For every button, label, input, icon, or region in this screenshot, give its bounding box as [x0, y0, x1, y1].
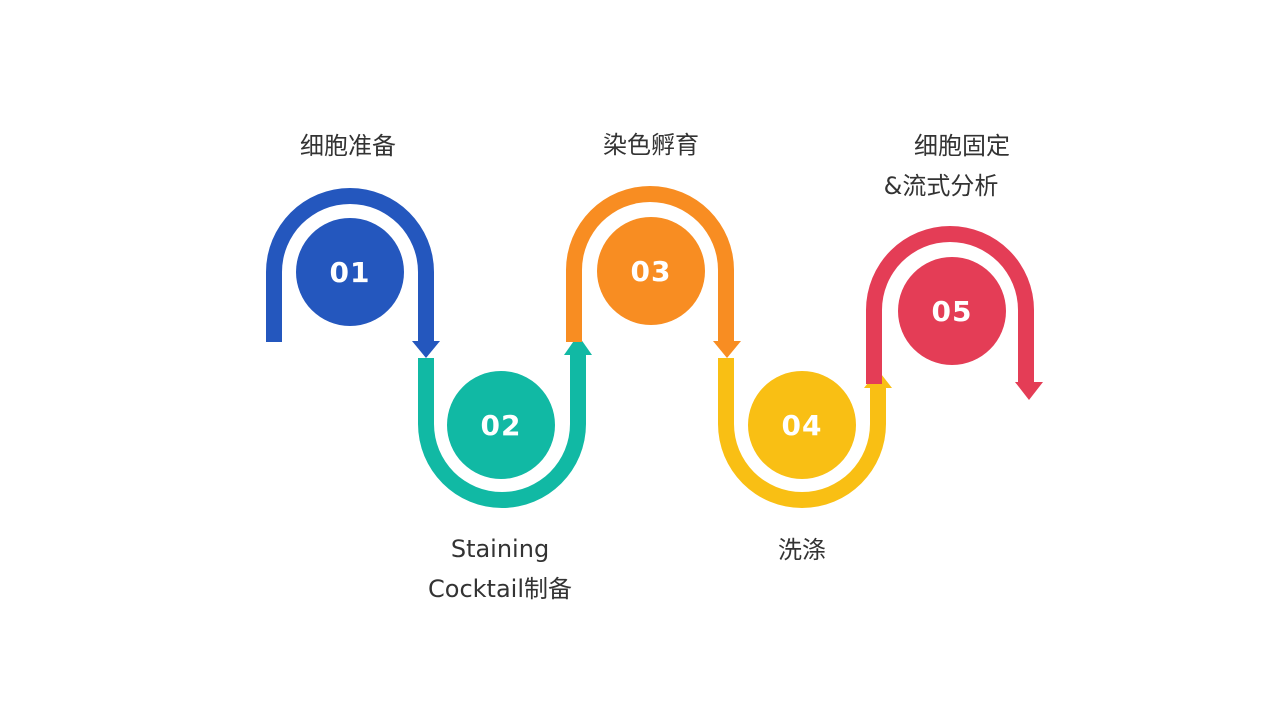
step-05-arrowhead — [1015, 382, 1043, 400]
step-04-label-line: 洗涤 — [778, 536, 826, 564]
step-02-label-line-2: Cocktail制备 — [428, 575, 572, 603]
step-04-number: 04 — [782, 409, 823, 442]
step-03-label: 染色孵育 — [551, 125, 751, 165]
step-02-label: Staining Cocktail制备 — [390, 529, 610, 609]
step-01-label: 细胞准备 — [248, 126, 448, 166]
step-03-arrowhead — [713, 341, 741, 358]
step-01-circle — [296, 218, 404, 326]
step-05-label: 细胞固定 &流式分析 — [838, 126, 1058, 206]
step-01-label-line: 细胞准备 — [300, 132, 396, 160]
step-03-arrow — [566, 186, 741, 358]
step-04-label: 洗涤 — [702, 530, 902, 570]
step-01-arrow — [266, 188, 440, 358]
step-02-number: 02 — [481, 409, 522, 442]
step-03-number: 03 — [631, 255, 672, 288]
step-03-label-line: 染色孵育 — [603, 131, 699, 159]
step-05-arrow — [866, 226, 1043, 400]
step-02-label-line-1: Staining — [450, 535, 550, 563]
step-02-arrow — [418, 335, 592, 508]
step-02-circle — [447, 371, 555, 479]
step-05-label-line-1: 细胞固定 — [914, 132, 1010, 160]
step-01-arrowhead — [412, 341, 440, 358]
step-03-circle — [597, 217, 705, 325]
step-02-arrowhead — [564, 335, 592, 355]
step-05-label-line-2: &流式分析 — [883, 172, 999, 200]
step-05-number: 05 — [932, 295, 973, 328]
step-05-circle — [898, 257, 1006, 365]
step-01-number: 01 — [330, 256, 371, 289]
step-04-circle — [748, 371, 856, 479]
